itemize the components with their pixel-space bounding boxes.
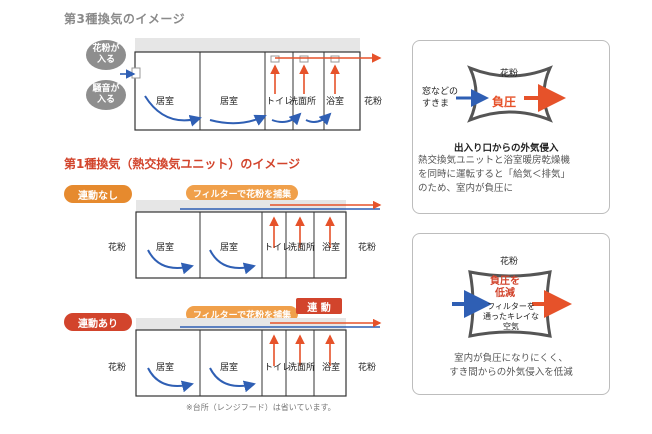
room-label: 洗面所 <box>289 97 317 107</box>
filter-line: 通ったキレイな <box>483 312 539 321</box>
caption-line: 熱交換気ユニットと浴室暖房乾燥機 <box>418 155 571 166</box>
airflow-arrow <box>144 95 202 127</box>
section2-title: 第1種換気（熱交換気ユニット）のイメージ <box>64 157 301 171</box>
fan-icon <box>330 55 340 63</box>
noise-bubble: 騒音が入る <box>86 80 126 110</box>
airflow-arrow <box>209 367 256 393</box>
panel-caption-bold: 出入り口からの外気侵入 <box>454 143 559 154</box>
panel-reduced-pressure <box>412 233 610 395</box>
reduced-pressure-label: 負圧を 低減 <box>490 276 520 300</box>
diagram-type3 <box>120 38 382 131</box>
room-label: 居室 <box>156 243 175 253</box>
room-label: トイレ <box>264 363 292 373</box>
attic-band <box>136 318 346 330</box>
badge-no-link: 連動なし <box>64 185 132 203</box>
gap-label-line: すきま <box>422 99 450 109</box>
room-label: 浴室 <box>326 97 345 107</box>
room-label: トイレ <box>264 243 292 253</box>
bubble-text: 騒音が <box>92 84 120 94</box>
room-label: 洗面所 <box>288 363 316 373</box>
diagram-type1-no-link <box>135 200 382 279</box>
vent-icon <box>131 67 141 79</box>
bubble-text: 入る <box>96 95 115 105</box>
footnote: ※台所（レンジフード）は省いています。 <box>186 403 336 412</box>
outside-label-left: 花粉 <box>108 243 127 253</box>
room-label: 洗面所 <box>288 243 316 253</box>
attic-band <box>135 38 360 52</box>
fan-icon <box>270 55 280 63</box>
panel-caption: 熱交換気ユニットと浴室暖房乾燥機 を同時に運転すると「給気＜排気」 のため、室内… <box>418 154 570 196</box>
room-shape <box>467 65 553 123</box>
filter-line: 空気 <box>503 322 519 331</box>
room-label: 浴室 <box>322 243 341 253</box>
pressure-label: 負圧 <box>492 95 517 109</box>
panel-pollen-label: 花粉 <box>500 257 519 267</box>
pressure-line: 負圧を <box>490 276 520 287</box>
outside-label: 花粉 <box>364 97 383 107</box>
room-label: 居室 <box>220 243 239 253</box>
outside-label-right: 花粉 <box>358 363 377 373</box>
room-label: 浴室 <box>322 363 341 373</box>
panel-negative-pressure <box>412 40 610 214</box>
outside-label-left: 花粉 <box>108 363 127 373</box>
room-shape <box>468 270 552 338</box>
caption-line: のため、室内が負圧に <box>418 183 514 194</box>
panel-pollen-label: 花粉 <box>500 69 519 79</box>
caption-line: 室内が負圧になりにくく、 <box>454 353 568 364</box>
filter-line: フィルターを <box>487 302 535 311</box>
airflow-arrow <box>271 112 302 126</box>
pressure-line: 低減 <box>495 288 515 299</box>
airflow-arrow <box>209 114 267 126</box>
caption-line: を同時に運転すると「給気＜排気」 <box>418 169 571 180</box>
caption-line: すき間からの外気侵入を低減 <box>449 367 573 378</box>
filter-label: フィルターで花粉を捕集 <box>186 185 298 201</box>
section1-title: 第3種換気のイメージ <box>64 12 186 26</box>
attic-band <box>136 200 346 212</box>
room-label: 居室 <box>220 97 239 107</box>
room-label: 居室 <box>156 97 175 107</box>
bubble-text: 花粉が <box>92 44 120 54</box>
outside-label-right: 花粉 <box>358 243 377 253</box>
airflow-arrow <box>147 367 194 393</box>
room-label: 居室 <box>156 363 175 373</box>
fan-icon <box>299 55 309 63</box>
bubble-text: 入る <box>96 55 115 65</box>
diagram-type1-linked <box>135 318 382 397</box>
reduced-pressure-illustration <box>452 270 572 338</box>
negative-pressure-illustration <box>456 65 566 123</box>
room-label: 居室 <box>220 363 239 373</box>
pollen-bubble: 花粉が入る <box>86 40 126 70</box>
link-tag: 連 動 <box>296 298 342 314</box>
airflow-arrow <box>147 249 194 275</box>
gap-label-line: 窓などの <box>422 87 459 97</box>
filter-air-label: フィルターを 通ったキレイな 空気 <box>476 302 546 332</box>
panel-caption: 室内が負圧になりにくく、 すき間からの外気侵入を低減 <box>430 352 592 380</box>
room-label: トイレ <box>266 97 294 107</box>
airflow-arrow <box>305 112 332 126</box>
badge-linked: 連動あり <box>64 313 132 331</box>
gap-label: 窓などの すきま <box>422 86 458 110</box>
airflow-arrow <box>209 249 256 275</box>
